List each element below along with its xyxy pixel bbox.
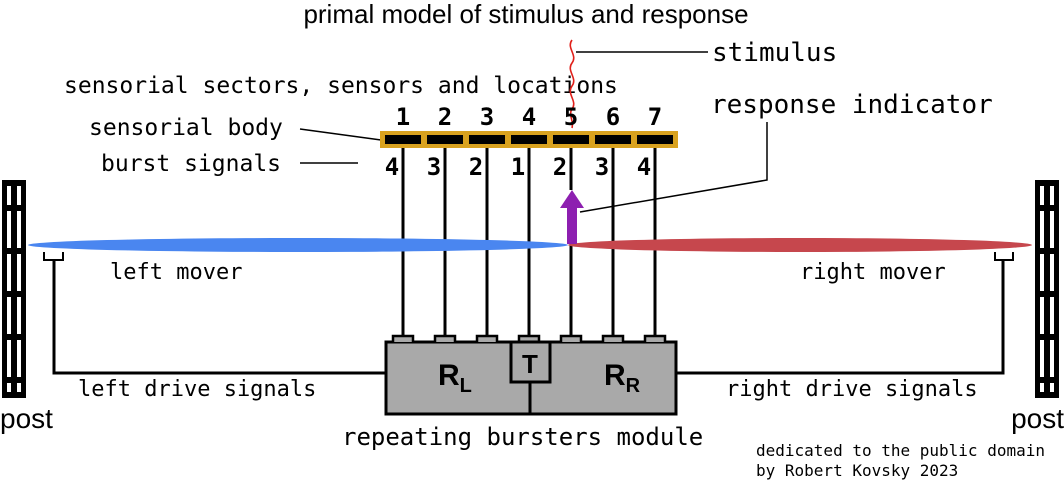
right-post <box>1035 180 1059 398</box>
right-post-label: post <box>1011 403 1064 434</box>
left-post <box>2 180 26 398</box>
location-number: 4 <box>522 103 536 131</box>
module-input-tabs <box>391 334 667 342</box>
response-arrow <box>560 190 584 244</box>
module-left-burster: RL <box>438 359 472 397</box>
sensor <box>553 135 589 144</box>
burst-number: 2 <box>553 153 567 181</box>
module-input-tab <box>391 334 415 342</box>
left-mover-bracket <box>43 252 64 261</box>
stimulus-label: stimulus <box>712 38 837 68</box>
module-input-tab <box>475 334 499 342</box>
post-rung <box>2 291 26 297</box>
left-drive-label: left drive signals <box>78 377 316 402</box>
response-indicator-pointer <box>579 122 768 213</box>
post-rung <box>2 334 26 340</box>
burst-number: 1 <box>511 153 525 181</box>
burst-number: 3 <box>427 153 441 181</box>
sectors-label: sensorial sectors, sensors and locations <box>64 73 618 99</box>
credit-line-2: by Robert Kovsky 2023 <box>756 461 958 480</box>
post-rung <box>1035 291 1059 297</box>
sensor <box>469 135 505 144</box>
post-rung <box>1035 377 1059 383</box>
burst-signals-label: burst signals <box>101 151 281 177</box>
module-input-tab <box>559 334 583 342</box>
sensor <box>637 135 673 144</box>
location-number: 7 <box>648 103 662 131</box>
post-groove <box>17 186 21 392</box>
burst-number: 4 <box>637 153 651 181</box>
left-mover-label: left mover <box>110 260 242 285</box>
sensor <box>595 135 631 144</box>
sensor <box>385 135 421 144</box>
post-rung <box>2 248 26 254</box>
left-mover <box>28 238 568 252</box>
module-input-tab <box>433 334 457 342</box>
location-number: 2 <box>438 103 452 131</box>
right-drive-label: right drive signals <box>726 377 978 402</box>
post-body <box>2 180 26 398</box>
post-groove <box>7 186 11 392</box>
post-rung <box>2 377 26 383</box>
sensorial-body-pointer <box>299 128 382 141</box>
location-number: 3 <box>480 103 494 131</box>
credit-line-1: dedicated to the public domain <box>756 441 1045 460</box>
module-timer: T <box>522 349 538 379</box>
sensor <box>511 135 547 144</box>
burst-number: 2 <box>469 153 483 181</box>
post-groove <box>1040 186 1044 392</box>
right-drive-line <box>676 260 1005 375</box>
stimulus-signal <box>569 39 575 129</box>
post-groove <box>1050 186 1054 392</box>
post-rung <box>1035 334 1059 340</box>
sensor <box>427 135 463 144</box>
response-indicator-label: response indicator <box>711 90 993 120</box>
location-number: 6 <box>606 103 620 131</box>
module-input-tab <box>643 334 667 342</box>
post-rung <box>2 205 26 211</box>
module-right-burster: RR <box>604 359 641 397</box>
right-mover-bracket <box>994 252 1014 261</box>
left-post-label: post <box>0 403 53 434</box>
post-body <box>1035 180 1059 398</box>
sensorial-body-label: sensorial body <box>89 115 283 141</box>
left-drive-line <box>52 260 386 375</box>
module-label: repeating bursters module <box>342 423 703 451</box>
post-rung <box>1035 248 1059 254</box>
burst-number: 4 <box>385 153 399 181</box>
repeating-bursters-module: RL T RR <box>384 334 678 416</box>
burst-number: 3 <box>595 153 609 181</box>
location-number: 1 <box>396 103 410 131</box>
module-input-tab <box>601 334 625 342</box>
sensors <box>385 135 673 144</box>
right-mover-label: right mover <box>800 260 946 285</box>
post-rung <box>1035 205 1059 211</box>
location-number: 5 <box>564 103 578 131</box>
diagram-title: primal model of stimulus and response <box>303 0 748 29</box>
right-mover <box>568 238 1032 252</box>
